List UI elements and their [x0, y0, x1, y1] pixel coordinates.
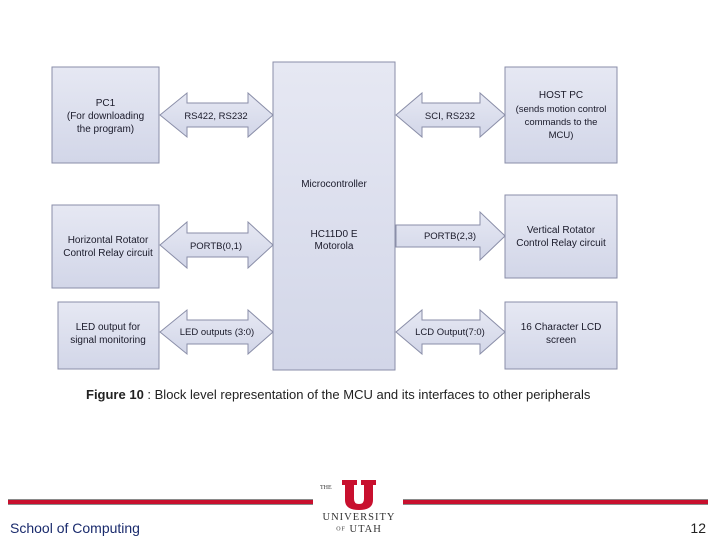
host-pc-block: [504, 66, 618, 164]
logo-the: THE: [320, 485, 332, 491]
microcontroller-title: Microcontroller: [301, 179, 367, 190]
host-pc-label-1: HOST PC: [539, 90, 583, 101]
arrow-led-mcu: [159, 308, 274, 356]
arrow-mcu-lcd: [395, 308, 506, 356]
lcd-screen-label-2: screen: [546, 335, 576, 346]
arrow-vertical-label: PORTB(2,3): [424, 231, 476, 242]
block-diagram: Microcontroller HC11D0 E Motorola PC1 (F…: [51, 61, 618, 371]
pc1-label-1: PC1: [96, 98, 116, 109]
lcd-screen-label-1: 16 Character LCD: [521, 322, 602, 333]
arrow-pc1-label: RS422, RS232: [184, 111, 247, 122]
horizontal-rotator-label-2: Control Relay circuit: [63, 248, 153, 259]
footer-rule-left: [8, 499, 313, 505]
lcd-screen-block: [504, 301, 618, 370]
horizontal-rotator-block: [51, 204, 160, 289]
pc1-label-2: (For downloading: [67, 111, 144, 122]
horizontal-rotator-label-1: Horizontal Rotator: [68, 235, 149, 246]
host-pc-label-4: MCU): [549, 130, 574, 141]
logo-university: UNIVERSITY: [322, 512, 396, 523]
figure-caption-text: : Block level representation of the MCU …: [143, 387, 591, 402]
logo-utah-line: OF UTAH: [318, 524, 400, 535]
led-output-block: [57, 301, 160, 370]
arrow-lcd-label: LCD Output(7:0): [415, 327, 485, 338]
vertical-rotator-block: [504, 194, 618, 279]
school-name: School of Computing: [10, 520, 140, 536]
arrow-horizontal-label: PORTB(0,1): [190, 241, 242, 252]
block-u-icon: [342, 480, 376, 510]
arrow-pc1-mcu: [159, 91, 274, 139]
logo-utah: UTAH: [349, 524, 382, 535]
led-output-label-1: LED output for: [76, 322, 141, 333]
vertical-rotator-label-1: Vertical Rotator: [527, 225, 596, 236]
arrow-horizontal-mcu: [159, 220, 274, 270]
arrow-led-label: LED outputs (3:0): [180, 327, 254, 338]
pc1-label-3: the program): [77, 124, 134, 135]
figure-caption-label: Figure 10: [86, 387, 144, 402]
logo-of: OF: [336, 526, 346, 533]
host-pc-label-2: (sends motion control: [516, 104, 607, 115]
pc1-block: [51, 66, 160, 164]
arrow-host-label: SCI, RS232: [425, 111, 475, 122]
university-logo: THE UNIVERSITY OF UTAH: [318, 478, 400, 538]
microcontroller-model: HC11D0 E: [310, 229, 357, 240]
arrow-mcu-host: [395, 91, 506, 139]
arrow-mcu-vertical: [395, 210, 506, 262]
led-output-label-2: signal monitoring: [70, 335, 146, 346]
page-number: 12: [690, 520, 706, 536]
figure-caption: Figure 10 : Block level representation o…: [86, 387, 686, 402]
footer-rule-right: [403, 499, 708, 505]
microcontroller-maker: Motorola: [315, 241, 354, 252]
vertical-rotator-label-2: Control Relay circuit: [516, 238, 606, 249]
host-pc-label-3: commands to the: [525, 117, 598, 128]
microcontroller-block: [272, 61, 396, 371]
